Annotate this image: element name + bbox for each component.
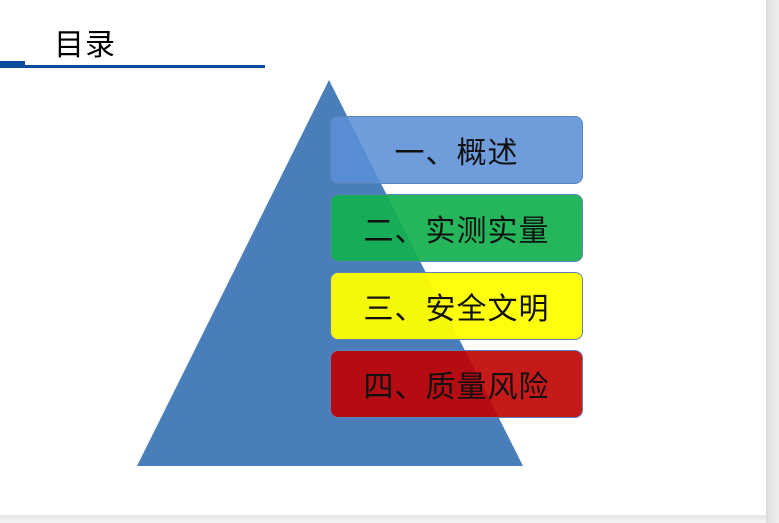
viewer-bottom-edge bbox=[0, 515, 766, 523]
toc-item-overview[interactable]: 一、概述 bbox=[330, 116, 583, 184]
toc-item-label: 四、质量风险 bbox=[363, 370, 550, 405]
toc-item-quality-risk[interactable]: 四、质量风险 bbox=[330, 350, 583, 418]
toc-item-label: 三、安全文明 bbox=[363, 292, 550, 327]
title-underline bbox=[25, 65, 265, 68]
title-accent-block bbox=[0, 61, 25, 68]
toc-item-measurement[interactable]: 二、实测实量 bbox=[330, 194, 583, 262]
toc-item-safety[interactable]: 三、安全文明 bbox=[330, 272, 583, 340]
toc-item-label: 一、概述 bbox=[394, 136, 519, 171]
viewer-right-edge bbox=[766, 0, 779, 523]
toc-item-label: 二、实测实量 bbox=[363, 214, 550, 249]
page-title: 目录 bbox=[54, 28, 116, 63]
